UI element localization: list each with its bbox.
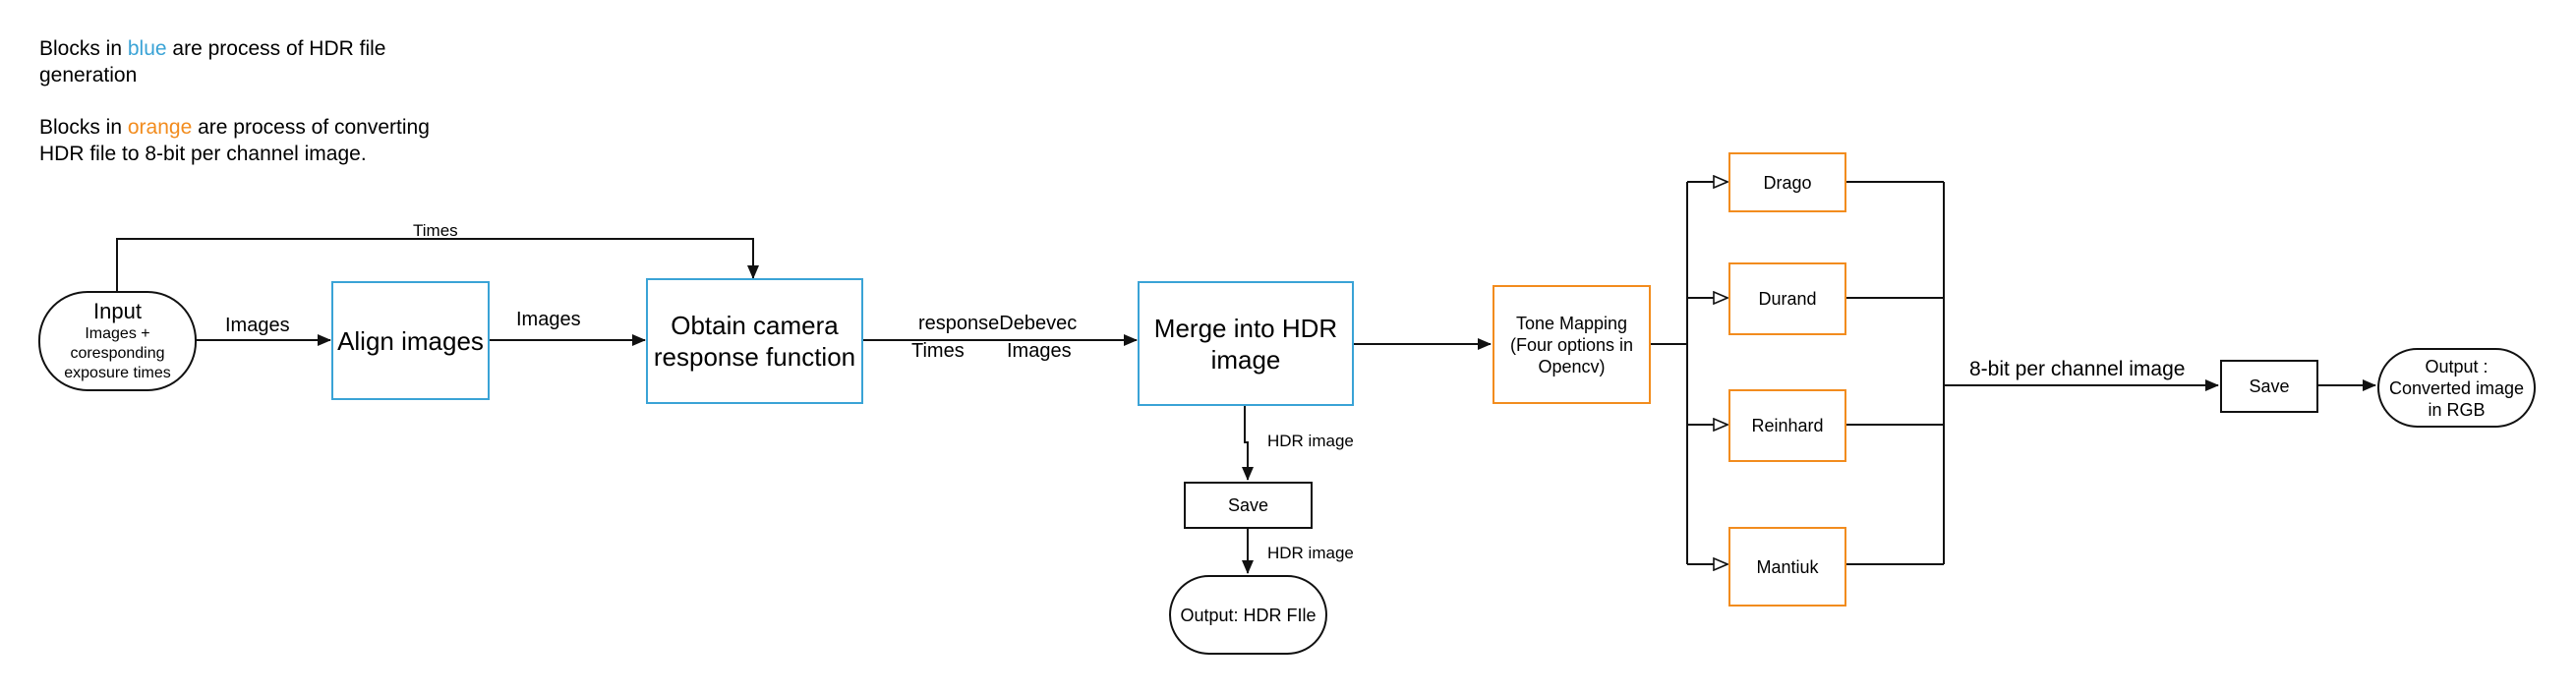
tone-mapping-node: Tone Mapping (Four options in Opencv) [1493,285,1651,404]
legend-text: Blocks in [39,37,128,60]
legend-text: Blocks in [39,116,128,139]
align-images-node: Align images [331,281,490,400]
tone-label-2: (Four options in [1509,334,1634,355]
drago-label: Drago [1763,172,1812,193]
mantiuk-node: Mantiuk [1728,527,1846,607]
tone-label-1: Tone Mapping [1515,313,1628,333]
legend-orange-word: orange [127,116,193,139]
output-rgb-label-2: Converted image [2388,377,2525,398]
legend-text: are process of HDR file [166,37,386,60]
edge-label-response: responseDebevec [918,313,1078,334]
output-hdr-node: Output: HDR FIle [1169,575,1327,655]
mantiuk-label: Mantiuk [1756,556,1819,577]
reinhard-node: Reinhard [1728,389,1846,462]
input-sub-1: Images + [85,325,150,342]
legend-blue: Blocks in blue are process of HDR file g… [39,35,386,88]
crf-label-1: Obtain camera [671,311,839,340]
input-title: Input [93,299,142,323]
save-hdr-label: Save [1227,495,1269,515]
camera-response-node: Obtain camera response function [646,278,863,404]
crf-label-2: response function [653,342,856,372]
edge-times-top [116,238,759,291]
output-rgb-label-3: in RGB [2428,399,2486,420]
edge-label-images-3: Images [1007,340,1072,362]
durand-node: Durand [1728,262,1846,335]
input-sub-2: coresponding [70,345,165,362]
align-images-label: Align images [337,325,484,356]
durand-label: Durand [1758,289,1817,309]
edge-label-times-top: Times [413,221,458,240]
legend-text: generation [39,64,138,87]
save-rgb-label: Save [2249,376,2290,396]
edge-merge-save [1242,405,1254,481]
edge-label-eight-bit: 8-bit per channel image [1969,358,2186,380]
input-sub-3: exposure times [64,365,171,381]
legend-text: are process of converting [192,116,430,139]
legend-blue-word: blue [127,37,167,60]
legend-text: HDR file to 8-bit per channel image. [39,143,367,165]
merge-label-1: Merge into HDR [1153,313,1338,343]
edge-label-hdr-image-2: HDR image [1267,544,1354,562]
legend-orange: Blocks in orange are process of converti… [39,114,430,167]
edge-label-images-2: Images [516,309,581,330]
output-rgb-label-1: Output : [2425,356,2488,376]
input-node: Input Images + coresponding exposure tim… [38,291,197,391]
merge-hdr-node: Merge into HDR image [1138,281,1354,406]
edge-label-images-1: Images [225,315,290,336]
edge-label-times-low: Times [911,340,965,362]
edge-label-hdr-image-1: HDR image [1267,432,1354,450]
save-hdr-node: Save [1184,482,1313,529]
tone-label-3: Opencv) [1538,356,1606,376]
reinhard-label: Reinhard [1751,416,1824,435]
save-rgb-node: Save [2220,360,2318,413]
merge-label-2: image [1210,344,1281,375]
output-rgb-node: Output : Converted image in RGB [2377,348,2536,428]
output-hdr-label: Output: HDR FIle [1180,605,1317,625]
drago-node: Drago [1728,152,1846,212]
